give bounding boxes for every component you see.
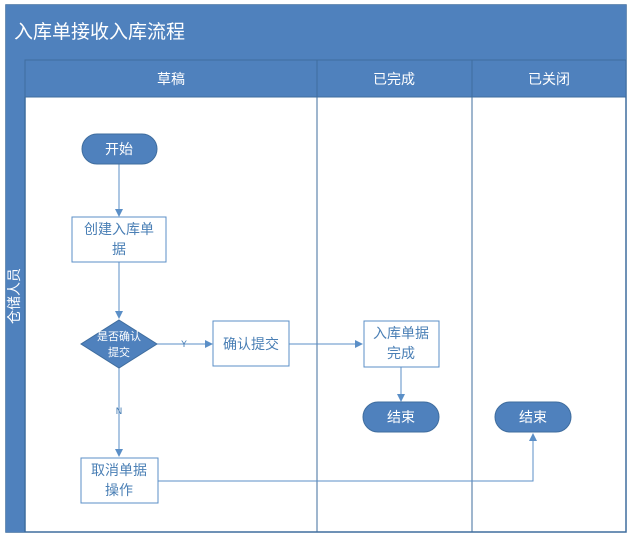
end-node-closed (494, 401, 572, 433)
role-lane-label: 仓储人员 (7, 268, 23, 324)
decision-label-line2: 提交 (108, 345, 130, 359)
cancel-receipt-label-line1: 取消单据 (91, 463, 147, 479)
edge-label-yes: Y (180, 340, 187, 350)
column-label-completed: 已完成 (373, 72, 415, 88)
cancel-receipt-label-line2: 操作 (105, 483, 133, 499)
create-receipt-label-line1: 创建入库单 (84, 222, 154, 238)
create-receipt-label-line2: 据 (112, 242, 126, 258)
cancel-receipt-node (80, 457, 159, 504)
edge-label-no: N (116, 407, 123, 417)
start-node-label: 开始 (105, 142, 133, 158)
diagram-title: 入库单接收入库流程 (14, 21, 185, 43)
column-label-draft: 草稿 (157, 72, 185, 88)
create-receipt-node (71, 216, 167, 263)
end-node-completed-label: 结束 (387, 410, 415, 426)
receipt-complete-node (363, 320, 440, 368)
role-lane (6, 60, 25, 532)
column-header-closed (471, 59, 627, 98)
column-header-completed (316, 59, 473, 98)
receipt-complete-label-line1: 入库单据 (373, 326, 429, 342)
receipt-complete-label-line2: 完成 (387, 346, 415, 362)
decision-node (80, 319, 158, 369)
column-label-closed: 已关闭 (528, 72, 570, 88)
edge-cancel-to-end (158, 433, 537, 482)
decision-label-line1: 是否确认 (97, 330, 141, 343)
end-node-closed-label: 结束 (519, 410, 547, 426)
end-node-completed (362, 401, 440, 433)
title-bar (6, 5, 626, 60)
confirm-submit-label: 确认提交 (223, 336, 279, 353)
start-node (81, 133, 158, 165)
confirm-submit-node (212, 320, 290, 367)
